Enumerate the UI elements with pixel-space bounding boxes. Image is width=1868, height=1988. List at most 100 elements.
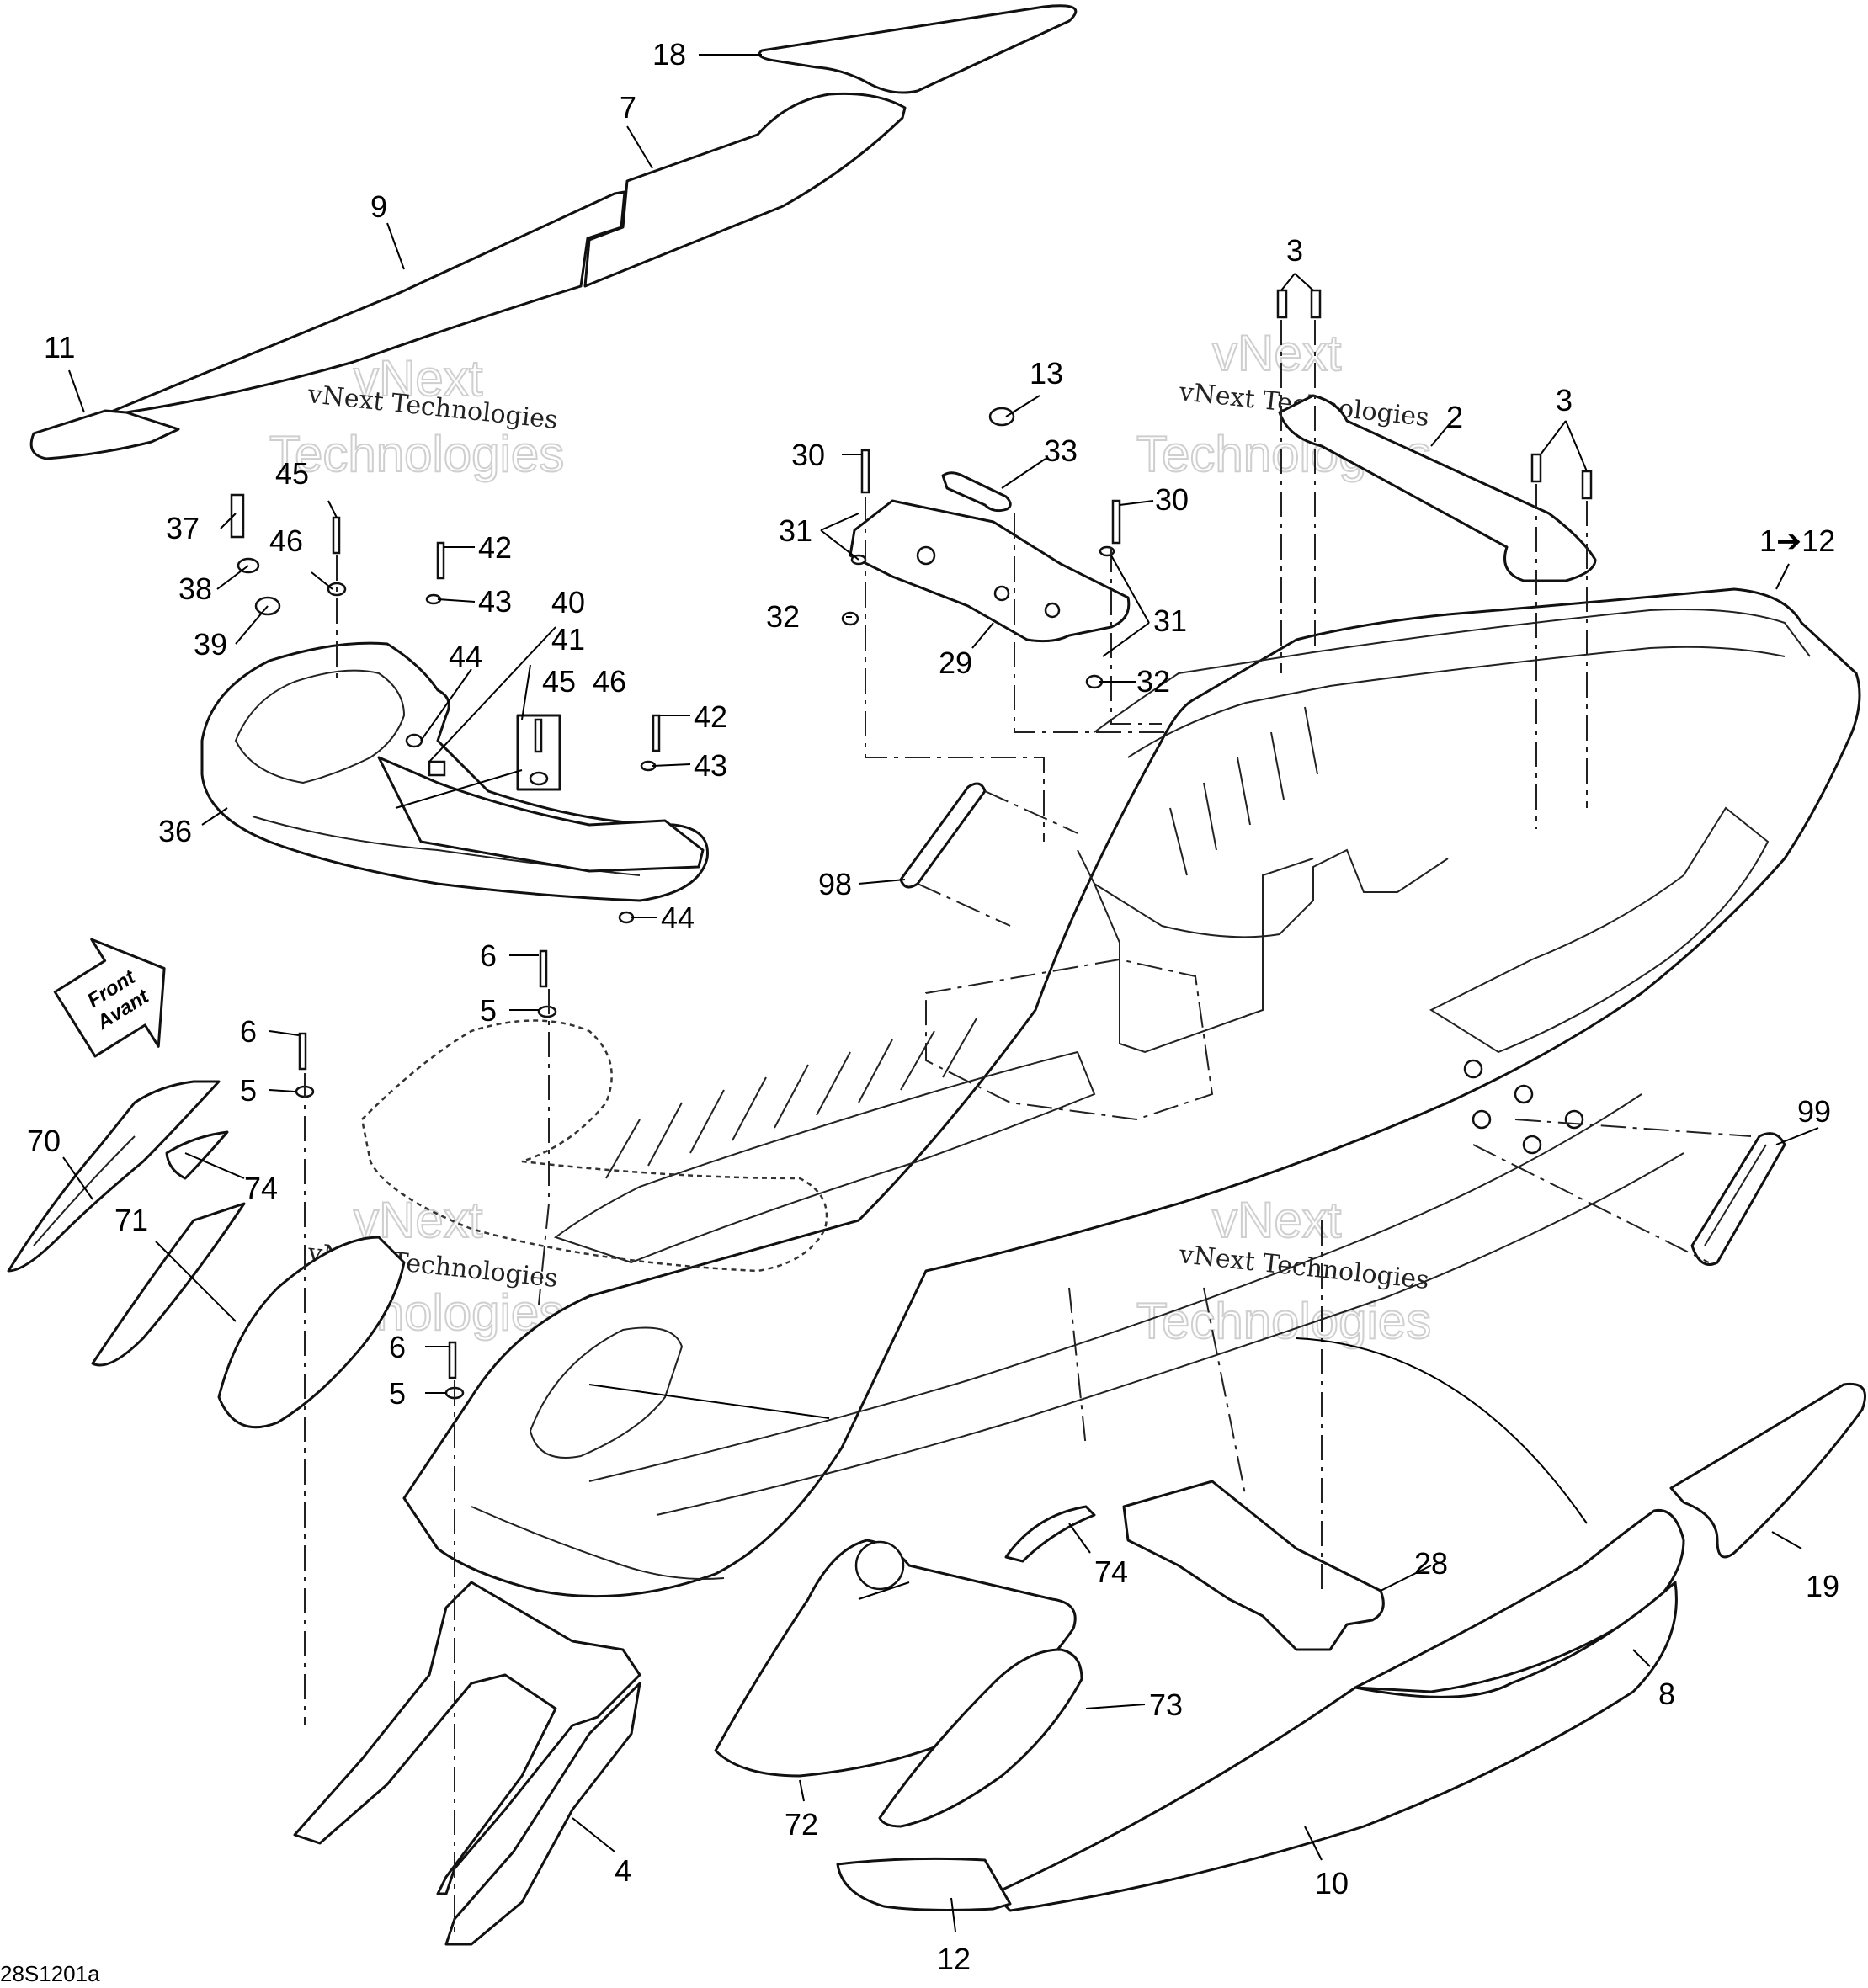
callout-30-right: 30 xyxy=(1155,482,1189,517)
assembly-lines xyxy=(304,320,1752,1936)
bolt-42a xyxy=(436,541,445,580)
callout-18: 18 xyxy=(652,37,686,72)
hull-outer xyxy=(402,587,1861,1598)
callout-5-mid: 5 xyxy=(480,993,497,1028)
callouts: 18 7 9 11 3 2 3 1➔12 13 30 33 31 30 32 2… xyxy=(27,37,1839,1976)
watermark-tech-4: Technologies xyxy=(1136,1293,1431,1349)
watermark-vnext-2: vNext xyxy=(1212,325,1342,381)
callout-8: 8 xyxy=(1658,1677,1675,1711)
inset-box-45-46 xyxy=(516,714,561,791)
side-panel-70 xyxy=(7,1080,221,1273)
spacer-98 xyxy=(899,782,987,889)
mat-18 xyxy=(758,4,1078,94)
callout-36: 36 xyxy=(158,814,192,848)
hull-hatch-dashed xyxy=(925,958,1214,1121)
cap-13 xyxy=(988,407,1015,427)
callout-12: 12 xyxy=(937,1942,971,1976)
grate-73 xyxy=(878,1648,1083,1828)
callout-5-left: 5 xyxy=(240,1073,257,1108)
callout-42-top: 42 xyxy=(478,530,512,565)
callout-32-left: 32 xyxy=(766,599,800,634)
callout-73: 73 xyxy=(1149,1688,1183,1722)
leader-lines xyxy=(62,54,1819,1932)
mat-8 xyxy=(1354,1508,1685,1693)
bolt-3b xyxy=(1310,289,1322,319)
bracket-33 xyxy=(941,471,1012,513)
support-bar-2 xyxy=(1278,394,1597,582)
callout-13: 13 xyxy=(1030,356,1063,391)
bolt-3c xyxy=(1530,453,1542,483)
callout-2: 2 xyxy=(1446,400,1463,434)
watermark-vnext-1: vNext xyxy=(354,350,483,407)
trim-strip-71 xyxy=(91,1202,246,1367)
mat-group-top-left xyxy=(29,4,1078,460)
support-bar xyxy=(1278,394,1597,582)
callout-29: 29 xyxy=(939,646,972,680)
deck-plate xyxy=(849,499,1131,643)
callout-38: 38 xyxy=(178,571,212,606)
mat-9 xyxy=(108,190,626,414)
front-direction-arrow: Front Avant xyxy=(53,938,166,1058)
side-trim-70 xyxy=(7,1080,221,1273)
watermark-vnext-4: vNext xyxy=(1212,1192,1342,1248)
callout-3-right: 3 xyxy=(1556,383,1573,417)
bolt-37 xyxy=(230,493,245,539)
mat-group-bottom-right xyxy=(836,1382,1866,1912)
callout-99: 99 xyxy=(1797,1094,1831,1129)
callout-40: 40 xyxy=(551,585,585,619)
callout-7: 7 xyxy=(620,90,636,125)
hull-slats xyxy=(605,706,1318,1179)
callout-43-top: 43 xyxy=(478,584,512,619)
callout-6-left: 6 xyxy=(240,1014,257,1049)
drawing-code: 28S1201a xyxy=(0,1961,100,1986)
mat-19 xyxy=(1669,1382,1866,1559)
callout-1-to-12: 1➔12 xyxy=(1759,524,1835,558)
washer-46b xyxy=(529,771,549,786)
callout-6-mid: 6 xyxy=(480,938,497,973)
callout-6-low: 6 xyxy=(389,1330,406,1364)
bolt-45b xyxy=(534,718,543,753)
hull-chine-2 xyxy=(588,1093,1642,1482)
mat-7 xyxy=(583,92,907,288)
hull-body xyxy=(402,587,1861,1598)
trim-strip-74 xyxy=(165,1130,229,1180)
callout-46-top: 46 xyxy=(269,524,303,558)
hull-side-panel xyxy=(1429,806,1770,1054)
callout-10: 10 xyxy=(1315,1866,1349,1900)
callout-74-left: 74 xyxy=(244,1171,278,1205)
step-4-lower xyxy=(444,1682,641,1946)
mat-10 xyxy=(992,1581,1678,1912)
deck-plate-hole-2 xyxy=(993,585,1010,602)
bolt-42b xyxy=(652,714,661,752)
callout-46-inset: 46 xyxy=(593,664,626,699)
hull-chine-3 xyxy=(471,1506,725,1580)
callout-43-right: 43 xyxy=(694,748,727,783)
clip-40-41 xyxy=(428,760,446,777)
callout-4: 4 xyxy=(615,1853,631,1888)
bolt-3a xyxy=(1276,289,1288,319)
grab-handle-inner xyxy=(234,669,406,784)
callout-45-inset: 45 xyxy=(542,664,576,699)
bolt-6b xyxy=(298,1032,307,1071)
hull-cockpit xyxy=(1077,848,1449,938)
watermark-tech-1: Technologies xyxy=(269,426,564,482)
callout-70: 70 xyxy=(27,1124,61,1158)
callout-33: 33 xyxy=(1044,433,1078,468)
gasket-99 xyxy=(1690,1132,1786,1266)
hull-storage-opening xyxy=(529,1326,684,1459)
callout-74-right: 74 xyxy=(1094,1555,1128,1589)
lower-plate-28 xyxy=(1122,1480,1385,1651)
mat-11 xyxy=(29,409,180,460)
nut-32a xyxy=(841,611,859,626)
trim-74-lower xyxy=(1004,1505,1096,1563)
bolt-45a xyxy=(332,516,341,555)
callout-3-top: 3 xyxy=(1286,233,1303,268)
hull-footwell xyxy=(553,1050,1096,1264)
washer-5a xyxy=(537,1005,557,1018)
callout-45-top: 45 xyxy=(275,456,309,491)
callout-39: 39 xyxy=(194,627,227,662)
hull-bolt-holes xyxy=(1463,1059,1584,1155)
side-trim-70-line xyxy=(33,1135,136,1246)
callout-19: 19 xyxy=(1806,1569,1839,1603)
